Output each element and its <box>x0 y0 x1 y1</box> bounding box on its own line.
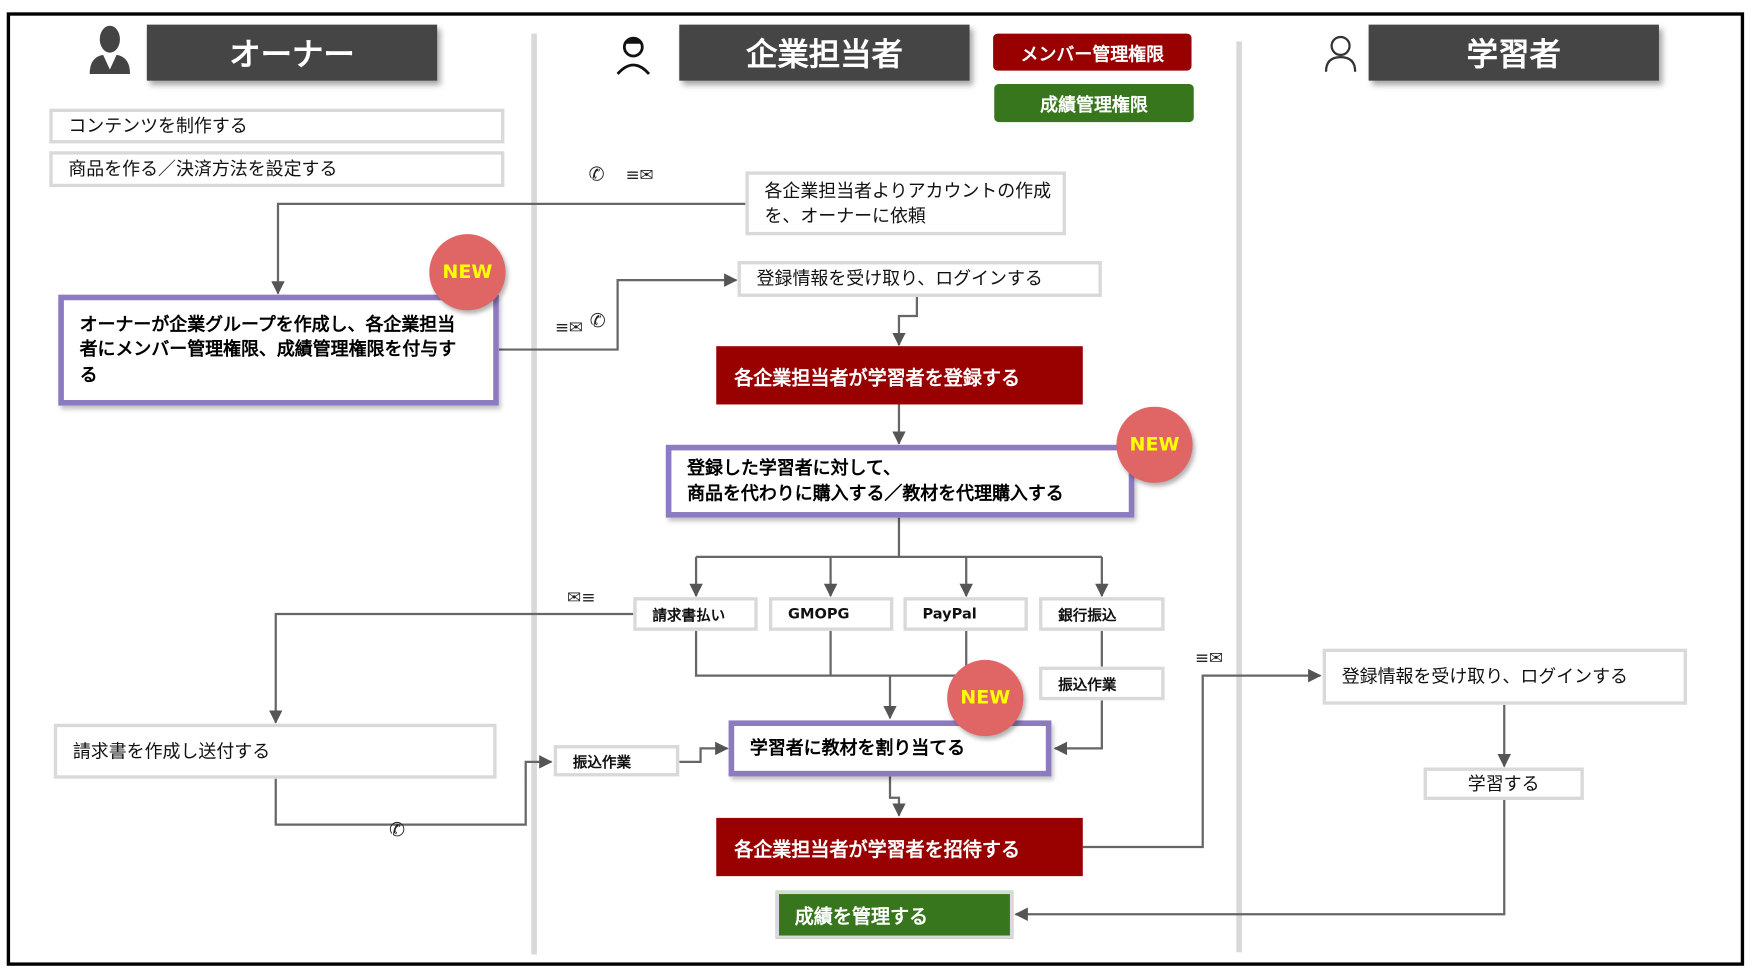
member-permission-badge: メンバー管理権限 <box>993 33 1192 71</box>
step-manager-login: 登録情報を受け取り、ログインする <box>737 261 1102 297</box>
mail-icon: ≡✉ <box>625 164 654 185</box>
businessman-icon <box>87 25 132 77</box>
payment-gmopg: GMOPG <box>768 597 894 631</box>
lane-header-owner: オーナー <box>146 24 438 81</box>
new-badge: NEW <box>429 234 506 311</box>
grades-permission-badge: 成績管理権限 <box>994 84 1194 123</box>
step-transfer-right: 振込作業 <box>1039 666 1165 701</box>
step-learner-login: 登録情報を受け取り、ログインする <box>1322 648 1687 705</box>
user-outline-icon <box>1323 34 1359 74</box>
step-create-product: 商品を作る／決済方法を設定する <box>49 151 505 188</box>
payment-invoice: 請求書払い <box>633 597 758 631</box>
mail-icon: ✉≡ <box>567 587 596 608</box>
new-badge: NEW <box>1116 406 1193 483</box>
step-manage-grades: 成績を管理する <box>775 890 1014 939</box>
lane-divider <box>1236 41 1242 953</box>
step-request-account: 各企業担当者よりアカウントの作成を、オーナーに依頼 <box>745 171 1066 236</box>
phone-icon: ✆ <box>589 310 606 333</box>
payment-bank-transfer: 銀行振込 <box>1039 597 1165 631</box>
mail-icon: ≡✉ <box>554 317 584 338</box>
step-send-invoice: 請求書を作成し送付する <box>53 723 497 779</box>
lane-header-manager: 企業担当者 <box>679 24 970 81</box>
step-transfer-left: 振込作業 <box>553 745 680 777</box>
step-purchase: 登録した学習者に対して、 商品を代わりに購入する／教材を代理購入する <box>665 444 1135 518</box>
step-create-group: オーナーが企業グループを作成し、各企業担当者にメンバー管理権限、成績管理権限を付… <box>58 294 499 406</box>
step-invite-learners: 各企業担当者が学習者を招待する <box>716 817 1083 877</box>
lane-header-learner: 学習者 <box>1368 24 1659 81</box>
mail-icon: ≡✉ <box>1194 647 1224 668</box>
phone-icon: ✆ <box>588 163 605 186</box>
diagram-frame <box>6 12 1745 966</box>
lane-divider <box>531 33 537 955</box>
step-register-learners: 各企業担当者が学習者を登録する <box>716 346 1083 405</box>
phone-icon: ✆ <box>388 819 405 842</box>
new-badge: NEW <box>947 659 1024 737</box>
step-study: 学習する <box>1423 767 1584 800</box>
person-icon <box>614 34 652 77</box>
payment-paypal: PayPal <box>903 597 1028 631</box>
step-create-content: コンテンツを制作する <box>49 108 505 144</box>
